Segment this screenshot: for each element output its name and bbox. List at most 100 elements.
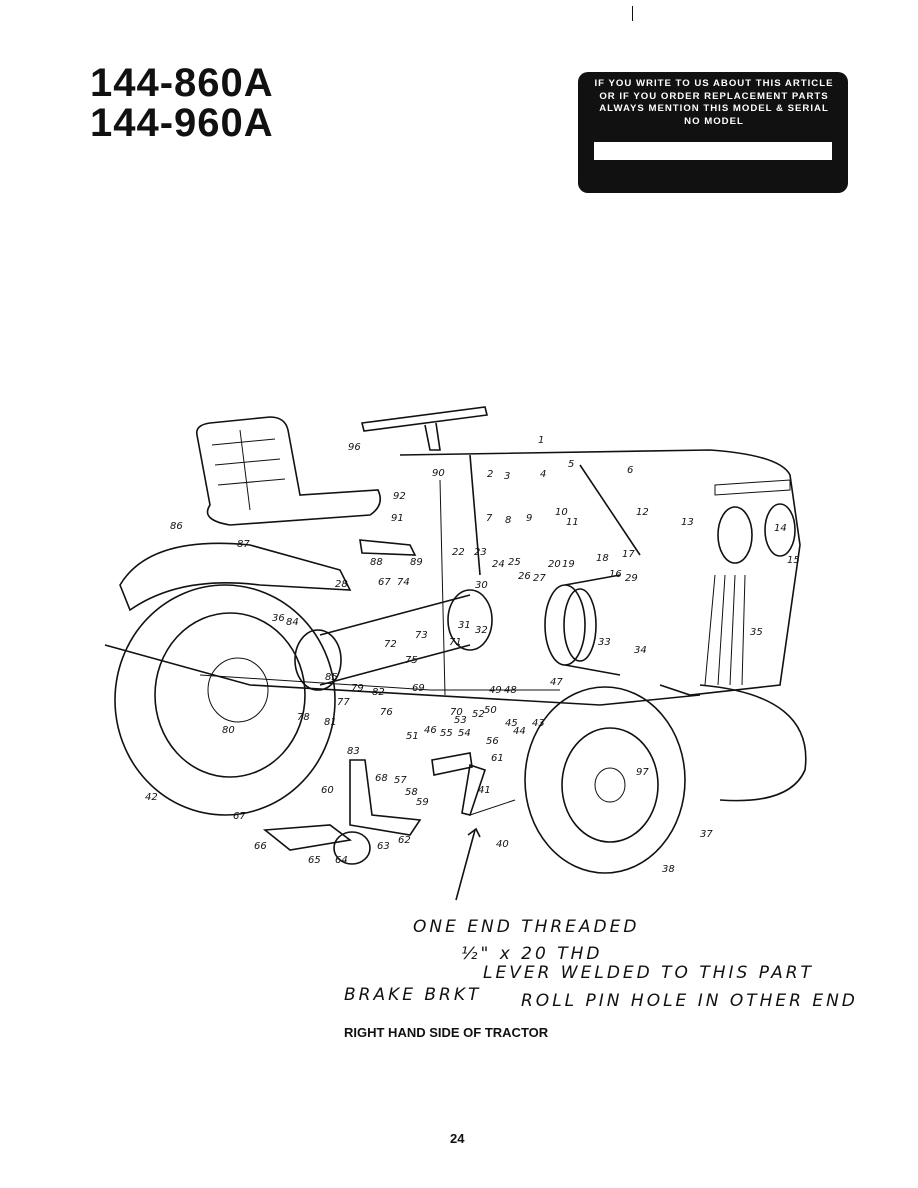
part-callout-62: 62 — [398, 835, 411, 846]
part-callout-19: 19 — [562, 559, 575, 570]
part-callout-14: 14 — [774, 523, 787, 534]
part-callout-36: 36 — [272, 613, 285, 624]
part-callout-11: 11 — [566, 517, 579, 528]
part-callout-53: 53 — [454, 715, 467, 726]
rear-wheel — [114, 584, 336, 816]
part-callout-32: 32 — [475, 625, 488, 636]
part-callout-30: 30 — [475, 580, 488, 591]
part-callout-73: 73 — [415, 630, 428, 641]
part-callout-33: 33 — [598, 637, 611, 648]
order-notice-box: IF YOU WRITE TO US ABOUT THIS ARTICLE OR… — [578, 72, 848, 193]
part-callout-52: 52 — [472, 709, 485, 720]
part-callout-7: 7 — [486, 513, 493, 524]
handwritten-note-thread-size: ½" x 20 THD — [461, 944, 603, 964]
part-callout-65: 65 — [308, 855, 321, 866]
part-callout-28: 28 — [335, 579, 348, 590]
part-callout-79: 79 — [351, 683, 364, 694]
part-callout-47: 47 — [550, 677, 563, 688]
part-callout-69: 69 — [412, 683, 425, 694]
part-callout-10: 10 — [555, 507, 568, 518]
part-callout-13: 13 — [681, 517, 694, 528]
part-callout-20: 20 — [548, 559, 561, 570]
part-callout-15: 15 — [787, 555, 800, 566]
part-callout-18: 18 — [596, 553, 609, 564]
part-callout-26: 26 — [518, 571, 531, 582]
handwritten-note-brake-bracket: BRAKE BRKT — [344, 985, 482, 1005]
model-number-2: 144-960A — [90, 101, 274, 145]
hood — [399, 449, 801, 696]
part-callout-50: 50 — [484, 705, 497, 716]
part-callout-55: 55 — [440, 728, 453, 739]
page-mark — [632, 6, 633, 21]
rear-fender — [119, 542, 352, 612]
part-callout-56: 56 — [486, 736, 499, 747]
part-callout-63: 63 — [377, 841, 390, 852]
part-callout-80: 80 — [222, 725, 235, 736]
page-number: 24 — [450, 1131, 465, 1146]
part-callout-2: 2 — [487, 469, 493, 480]
model-serial-field — [594, 142, 832, 160]
part-callout-54: 54 — [458, 728, 471, 739]
part-callout-85: 85 — [325, 672, 338, 683]
part-callout-24: 24 — [492, 559, 505, 570]
part-callout-66: 66 — [254, 841, 267, 852]
drive-belts-and-pulleys — [294, 574, 621, 691]
part-callout-44: 44 — [513, 726, 526, 737]
part-callout-59: 59 — [416, 797, 429, 808]
part-callout-89: 89 — [410, 557, 423, 568]
part-callout-75: 75 — [405, 655, 418, 666]
part-callout-34: 34 — [634, 645, 647, 656]
part-callout-29: 29 — [625, 573, 638, 584]
part-callout-4: 4 — [540, 469, 546, 480]
part-callout-70: 70 — [450, 707, 463, 718]
part-callout-60: 60 — [321, 785, 334, 796]
part-callout-82: 82 — [372, 687, 385, 698]
part-callout-88: 88 — [370, 557, 383, 568]
part-callout-3: 3 — [504, 471, 510, 482]
part-callout-35: 35 — [750, 627, 763, 638]
part-callout-17: 17 — [622, 549, 635, 560]
part-callout-27: 27 — [533, 573, 546, 584]
part-callout-92: 92 — [393, 491, 406, 502]
part-callout-96: 96 — [348, 442, 361, 453]
part-callout-23: 23 — [474, 547, 487, 558]
frame-and-linkage — [104, 479, 701, 706]
handwritten-note-lever-welded: LEVER WELDED TO THIS PART — [483, 963, 814, 983]
part-callout-40: 40 — [496, 839, 509, 850]
part-callout-67: 67 — [233, 811, 246, 822]
part-callout-37: 37 — [700, 829, 713, 840]
part-callout-57: 57 — [394, 775, 407, 786]
part-callout-76: 76 — [380, 707, 393, 718]
seat — [195, 416, 381, 526]
part-callout-9: 9 — [526, 513, 532, 524]
brake-pedal — [431, 752, 516, 901]
order-notice-text: IF YOU WRITE TO US ABOUT THIS ARTICLE OR… — [594, 78, 834, 127]
part-callout-81: 81 — [324, 717, 337, 728]
part-callout-67: 67 — [378, 577, 391, 588]
part-callout-16: 16 — [609, 569, 622, 580]
part-callout-74: 74 — [397, 577, 410, 588]
model-number-1: 144-860A — [90, 61, 274, 105]
part-callout-6: 6 — [627, 465, 633, 476]
handwritten-note-roll-pin: ROLL PIN HOLE IN OTHER END — [521, 991, 858, 1011]
part-callout-77: 77 — [337, 697, 350, 708]
part-callout-83: 83 — [347, 746, 360, 757]
part-callout-49: 49 — [489, 685, 502, 696]
part-callout-91: 91 — [391, 513, 404, 524]
part-callout-31: 31 — [458, 620, 471, 631]
part-callout-1: 1 — [538, 435, 544, 446]
part-callout-5: 5 — [568, 459, 574, 470]
part-callout-71: 71 — [449, 637, 462, 648]
part-callout-51: 51 — [406, 731, 419, 742]
handwritten-note-threaded: ONE END THREADED — [413, 917, 640, 937]
steering-wheel — [361, 406, 488, 451]
part-callout-43: 43 — [532, 718, 545, 729]
part-callout-61: 61 — [491, 753, 504, 764]
part-callout-46: 46 — [424, 725, 437, 736]
part-callout-48: 48 — [504, 685, 517, 696]
part-callout-72: 72 — [384, 639, 397, 650]
front-wheel — [524, 684, 807, 874]
part-callout-97: 97 — [636, 767, 649, 778]
